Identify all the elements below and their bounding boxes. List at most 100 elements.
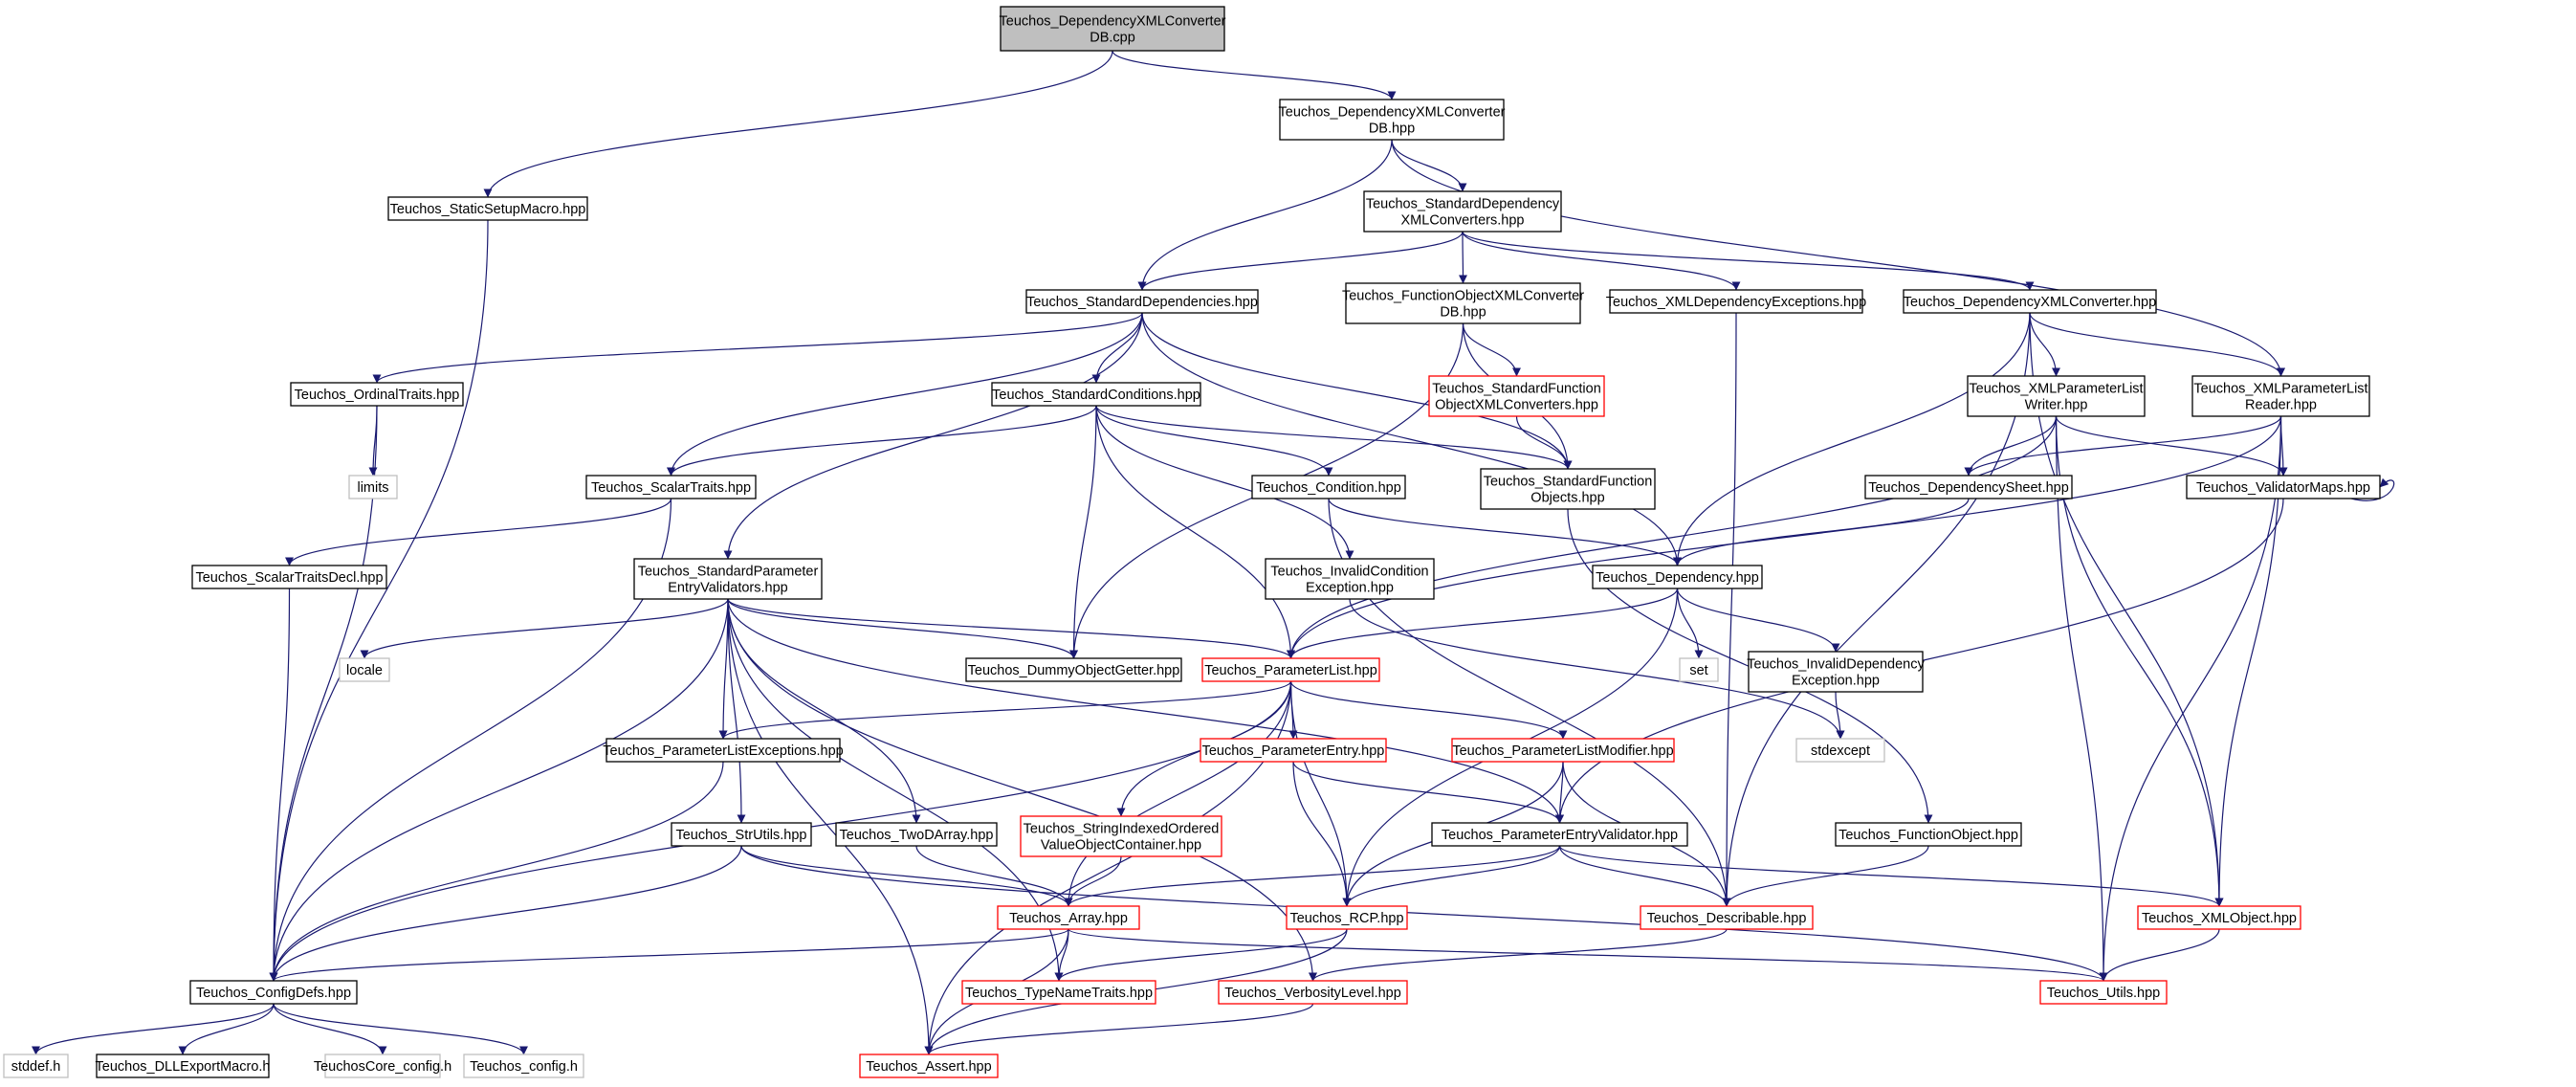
node-dep_xml_conv[interactable]: Teuchos_DependencyXMLConverter.hpp (1903, 289, 2157, 314)
node-std_pev[interactable]: Teuchos_StandardParameterEntryValidators… (633, 558, 823, 600)
node-dummy_getter[interactable]: Teuchos_DummyObjectGetter.hpp (965, 657, 1182, 682)
node-scalar_traits_decl[interactable]: Teuchos_ScalarTraitsDecl.hpp (191, 565, 387, 589)
node-two_d_array[interactable]: Teuchos_TwoDArray.hpp (835, 822, 998, 847)
edge-xml_pl_writer-to-xml_object (2055, 415, 2224, 907)
node-assert[interactable]: Teuchos_Assert.hpp (859, 1054, 999, 1078)
node-label: Teuchos_TwoDArray.hpp (840, 828, 994, 843)
node-config_defs[interactable]: Teuchos_ConfigDefs.hpp (189, 980, 358, 1005)
edge-invalid_cond_exc-to-stdexcept (1349, 598, 1845, 740)
node-box (3, 1054, 69, 1078)
edge-std_deps-to-scalar_traits (667, 312, 1143, 477)
node-dep_sheet[interactable]: Teuchos_DependencySheet.hpp (1864, 475, 2073, 499)
node-std_dep_xml[interactable]: Teuchos_StandardDependencyXMLConverters.… (1363, 190, 1562, 233)
node-dll_export[interactable]: Teuchos_DLLExportMacro.h (96, 1054, 271, 1078)
node-label: Teuchos_VerbosityLevel.hpp (1224, 986, 1401, 1001)
node-label: stdexcept (1811, 743, 1870, 759)
edge-xml_pl_writer-to-validator_maps (2055, 415, 2288, 477)
node-box (965, 657, 1182, 682)
node-box (1363, 190, 1562, 233)
node-label: Teuchos_DummyObjectGetter.hpp (968, 663, 1180, 678)
node-str_utils[interactable]: Teuchos_StrUtils.hpp (671, 822, 812, 847)
node-box (1795, 738, 1885, 763)
node-box (2137, 905, 2301, 930)
node-label: stddef.h (11, 1059, 61, 1075)
node-type_name_traits[interactable]: Teuchos_TypeNameTraits.hpp (961, 980, 1156, 1005)
node-label: Teuchos_FunctionObjectXMLConverter (1342, 289, 1584, 304)
node-label: Teuchos_Condition.hpp (1256, 480, 1401, 496)
node-xml_dep_exc[interactable]: Teuchos_XMLDependencyExceptions.hpp (1606, 289, 1866, 314)
node-label: Teuchos_DLLExportMacro.h (96, 1059, 271, 1075)
node-xml_object[interactable]: Teuchos_XMLObject.hpp (2137, 905, 2301, 930)
node-array[interactable]: Teuchos_Array.hpp (997, 905, 1140, 930)
node-label: Teuchos_ScalarTraitsDecl.hpp (195, 570, 383, 586)
edge-std_conditions-to-condition (1095, 405, 1333, 477)
node-validator_maps[interactable]: Teuchos_ValidatorMaps.hpp (2186, 475, 2381, 499)
node-label: Teuchos_ParameterListExceptions.hpp (603, 743, 843, 759)
node-std_deps[interactable]: Teuchos_StandardDependencies.hpp (1025, 289, 1259, 314)
node-pl_modifier[interactable]: Teuchos_ParameterListModifier.hpp (1451, 738, 1675, 763)
node-box (96, 1054, 270, 1078)
edge-config_defs-to-core_config (273, 1003, 387, 1055)
edge-array-to-config_defs (269, 928, 1069, 982)
node-pl_exceptions[interactable]: Teuchos_ParameterListExceptions.hpp (603, 738, 844, 763)
node-ordinal_traits[interactable]: Teuchos_OrdinalTraits.hpp (290, 382, 464, 407)
edge-std_conditions-to-std_fo (1095, 405, 1573, 470)
node-box (2191, 375, 2370, 417)
edge-pl_modifier-to-pe_validator (1555, 761, 1565, 824)
node-function_object[interactable]: Teuchos_FunctionObject.hpp (1835, 822, 2022, 847)
node-label: Teuchos_RCP.hpp (1289, 911, 1403, 926)
node-box (348, 475, 398, 499)
node-static_setup[interactable]: Teuchos_StaticSetupMacro.hpp (387, 196, 588, 221)
node-condition[interactable]: Teuchos_Condition.hpp (1251, 475, 1406, 499)
node-box (585, 475, 757, 499)
node-utils[interactable]: Teuchos_Utils.hpp (2039, 980, 2168, 1005)
node-label: TeuchosCore_config.h (314, 1059, 451, 1075)
node-box (191, 565, 387, 589)
node-box (1640, 905, 1814, 930)
node-box (1218, 980, 1408, 1005)
node-scalar_traits[interactable]: Teuchos_ScalarTraits.hpp (585, 475, 757, 499)
node-parameter_entry[interactable]: Teuchos_ParameterEntry.hpp (1200, 738, 1387, 763)
node-label: ObjectXMLConverters.hpp (1435, 398, 1598, 413)
node-label: Teuchos_DependencyXMLConverter (1279, 105, 1506, 121)
node-label: Teuchos_ParameterEntryValidator.hpp (1442, 828, 1678, 843)
edge-pe_validator-to-array (1064, 845, 1561, 907)
edge-validator_maps-to-validator_maps (2350, 477, 2395, 501)
edge-pe_validator-to-xml_object (1558, 845, 2224, 907)
node-label: EntryValidators.hpp (668, 581, 787, 596)
edge-str_utils-to-array (740, 845, 1073, 907)
node-describable[interactable]: Teuchos_Describable.hpp (1640, 905, 1814, 930)
node-string_indexed[interactable]: Teuchos_StringIndexedOrderedValueObjectC… (1020, 815, 1222, 857)
node-box (961, 980, 1156, 1005)
node-dependency[interactable]: Teuchos_Dependency.hpp (1592, 565, 1763, 589)
node-rcp[interactable]: Teuchos_RCP.hpp (1286, 905, 1408, 930)
edge-std_dep_xml-to-xml_dep_exc (1462, 231, 1741, 291)
node-std_conditions[interactable]: Teuchos_StandardConditions.hpp (991, 382, 1201, 407)
node-pe_validator[interactable]: Teuchos_ParameterEntryValidator.hpp (1431, 822, 1688, 847)
node-box (189, 980, 358, 1005)
node-parameter_list[interactable]: Teuchos_ParameterList.hpp (1201, 657, 1380, 682)
edge-std_conditions-to-dummy_getter (1069, 405, 1097, 659)
node-std_fo_xml[interactable]: Teuchos_StandardFunctionObjectXMLConvert… (1428, 375, 1605, 417)
edge-root-to-dxcdb_hpp (1112, 50, 1397, 100)
node-box (671, 822, 812, 847)
edge-parameter_entry-to-rcp (1292, 761, 1352, 907)
node-label: Teuchos_InvalidDependency (1747, 657, 1925, 673)
edge-array-to-utils (1068, 928, 2108, 982)
edge-str_utils-to-config_defs (269, 845, 742, 982)
edge-invalid_dep_exc-to-stdexcept (1835, 691, 1845, 740)
node-label: ValueObjectContainer.hpp (1041, 838, 1201, 854)
node-verbosity_level[interactable]: Teuchos_VerbosityLevel.hpp (1218, 980, 1408, 1005)
edge-describable-to-verbosity_level (1309, 928, 1728, 982)
node-box (1748, 651, 1924, 693)
edge-std_deps-to-std_conditions (1091, 312, 1143, 384)
